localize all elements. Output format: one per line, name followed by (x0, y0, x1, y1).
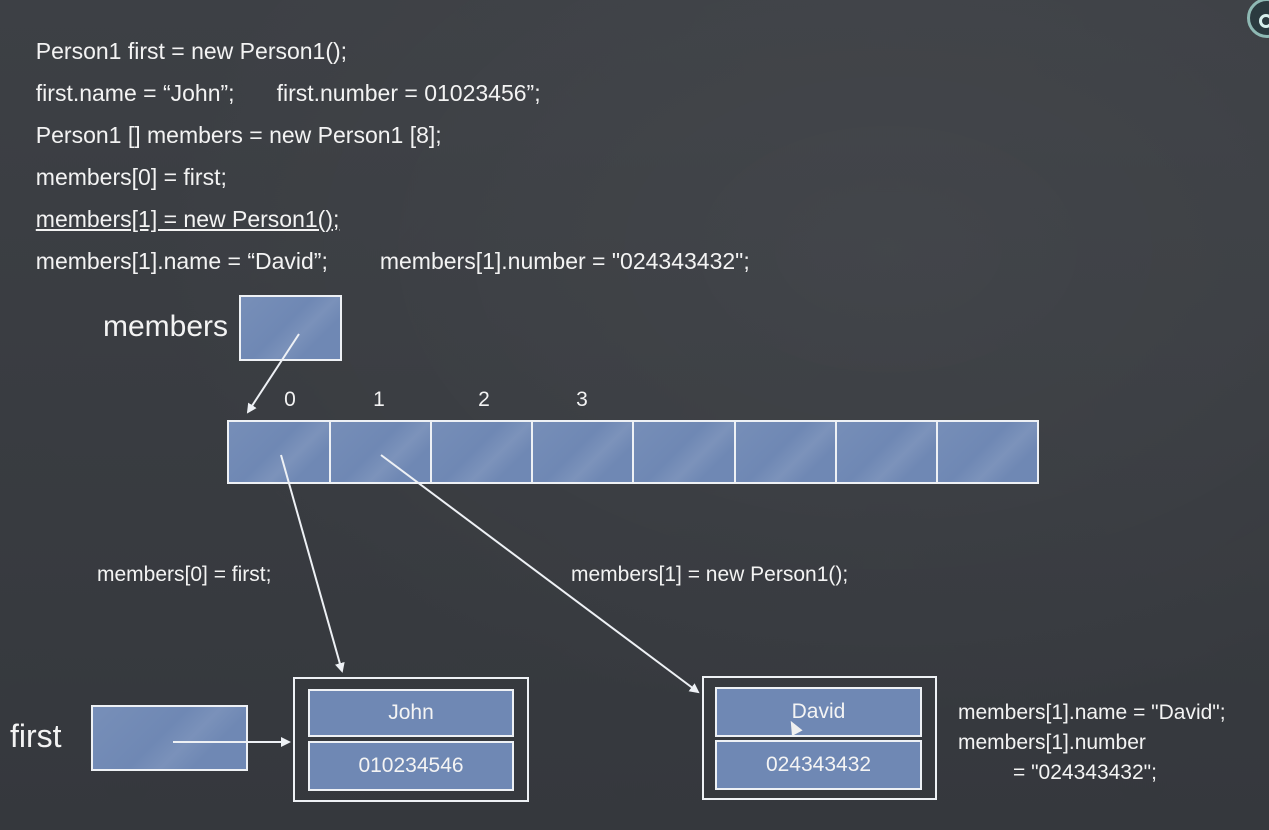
array-cell-2 (430, 420, 533, 484)
code-line-4: members[0] = first; (35, 164, 227, 190)
annotation-members1: members[1] = new Person1(); (571, 563, 849, 586)
object-john-name-field: John (308, 689, 514, 737)
members-reference-box (239, 295, 342, 361)
array-index-0: 0 (284, 388, 296, 411)
array-index-3: 3 (576, 388, 588, 411)
array-cell-3 (531, 420, 634, 484)
first-label: first (10, 718, 62, 754)
object-david-number-field: 024343432 (715, 740, 922, 790)
code-line-2: first.name = “John”;first.number = 01023… (35, 80, 541, 106)
array-cell-1 (329, 420, 432, 484)
array-cell-5 (734, 420, 837, 484)
side-note-line-3: = "024343432"; (1013, 761, 1157, 784)
code-line-1: Person1 first = new Person1(); (35, 38, 348, 64)
side-note-line-2: members[1].number (958, 731, 1146, 754)
array-index-1: 1 (373, 388, 385, 411)
arrow-cell0-to-john (280, 454, 345, 673)
first-reference-box (91, 705, 248, 771)
person-object-david (702, 676, 937, 800)
array-index-2: 2 (478, 388, 490, 411)
code-line-3: Person1 [] members = new Person1 [8]; (35, 122, 442, 148)
array-cell-0 (227, 420, 331, 484)
code-line-6: members[1].name = “David”;members[1].num… (35, 248, 750, 274)
annotation-members0: members[0] = first; (97, 563, 272, 586)
members-label: members (103, 310, 229, 343)
array-cell-7 (936, 420, 1039, 484)
array-cell-6 (835, 420, 938, 484)
array-cell-4 (632, 420, 736, 484)
navigation-icon[interactable] (1247, 0, 1269, 38)
object-david-name-field: David (715, 687, 922, 737)
code-line-5: members[1] = new Person1(); (35, 206, 340, 232)
side-note-line-1: members[1].name = "David"; (958, 701, 1226, 724)
object-john-number-field: 010234546 (308, 741, 514, 791)
